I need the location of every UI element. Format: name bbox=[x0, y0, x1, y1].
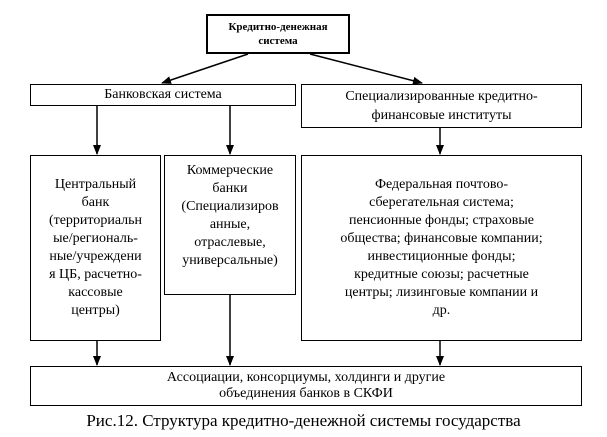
central-line-4: ые/региональ- bbox=[53, 231, 138, 246]
other-line-1: Федеральная почтово- bbox=[374, 177, 509, 192]
central-line-5: ные/учреждени bbox=[49, 249, 142, 264]
other-line-5: инвестиционные фонды; bbox=[367, 249, 516, 264]
central-line-6: я ЦБ, расчетно- bbox=[49, 267, 142, 282]
central-line-7: кассовые bbox=[68, 285, 123, 300]
commercial-line-3: (Специализиров bbox=[181, 199, 279, 214]
other-institutions-box: Федеральная почтово- сберегательная сист… bbox=[301, 155, 582, 341]
other-line-2: сберегательная система; bbox=[369, 195, 514, 210]
associations-line-2: объединения банков в СКФИ bbox=[219, 386, 393, 401]
central-line-3: (территориальн bbox=[48, 213, 143, 228]
banking-system-box: Банковская система bbox=[30, 84, 296, 106]
associations-line-1: Ассоциации, консорциумы, холдинги и друг… bbox=[166, 370, 446, 385]
other-line-8: др. bbox=[432, 303, 451, 318]
commercial-line-6: универсальные) bbox=[182, 253, 278, 268]
commercial-banks-box: Коммерческие банки (Специализиров анные,… bbox=[164, 155, 296, 295]
specialized-institutions-box: Специализированные кредитно- финансовые … bbox=[301, 84, 582, 128]
commercial-line-2: банки bbox=[212, 181, 248, 196]
other-line-3: пенсионные фонды; страховые bbox=[349, 213, 534, 228]
commercial-line-4: анные, bbox=[209, 217, 251, 232]
arrow-root-to-banking bbox=[161, 53, 249, 84]
central-line-2: банк bbox=[81, 195, 110, 210]
commercial-line-1: Коммерческие bbox=[186, 163, 274, 178]
other-line-6: кредитные союзы; расчетные bbox=[354, 267, 529, 282]
credit-monetary-system-box: Кредитно-денежная система bbox=[206, 14, 350, 54]
specialized-line-2: финансовые институты bbox=[371, 108, 512, 123]
banking-system-label: Банковская система bbox=[104, 87, 222, 102]
other-line-4: общества; финансовые компании; bbox=[340, 231, 543, 246]
specialized-line-1: Специализированные кредитно- bbox=[345, 89, 538, 104]
commercial-line-5: отраслевые, bbox=[194, 235, 266, 250]
figure-caption: Рис.12. Структура кредитно-денежной сист… bbox=[86, 411, 521, 430]
root-line-2: система bbox=[258, 35, 298, 47]
central-line-8: центры) bbox=[71, 303, 120, 318]
root-line-1: Кредитно-денежная bbox=[228, 21, 328, 33]
associations-box: Ассоциации, консорциумы, холдинги и друг… bbox=[30, 366, 582, 406]
central-line-1: Центральный bbox=[54, 177, 137, 192]
central-bank-box: Центральный банк (территориальн ые/регио… bbox=[30, 155, 161, 341]
arrow-root-to-specialized bbox=[309, 53, 423, 85]
other-line-7: центры; лизинговые компании и bbox=[344, 285, 539, 300]
